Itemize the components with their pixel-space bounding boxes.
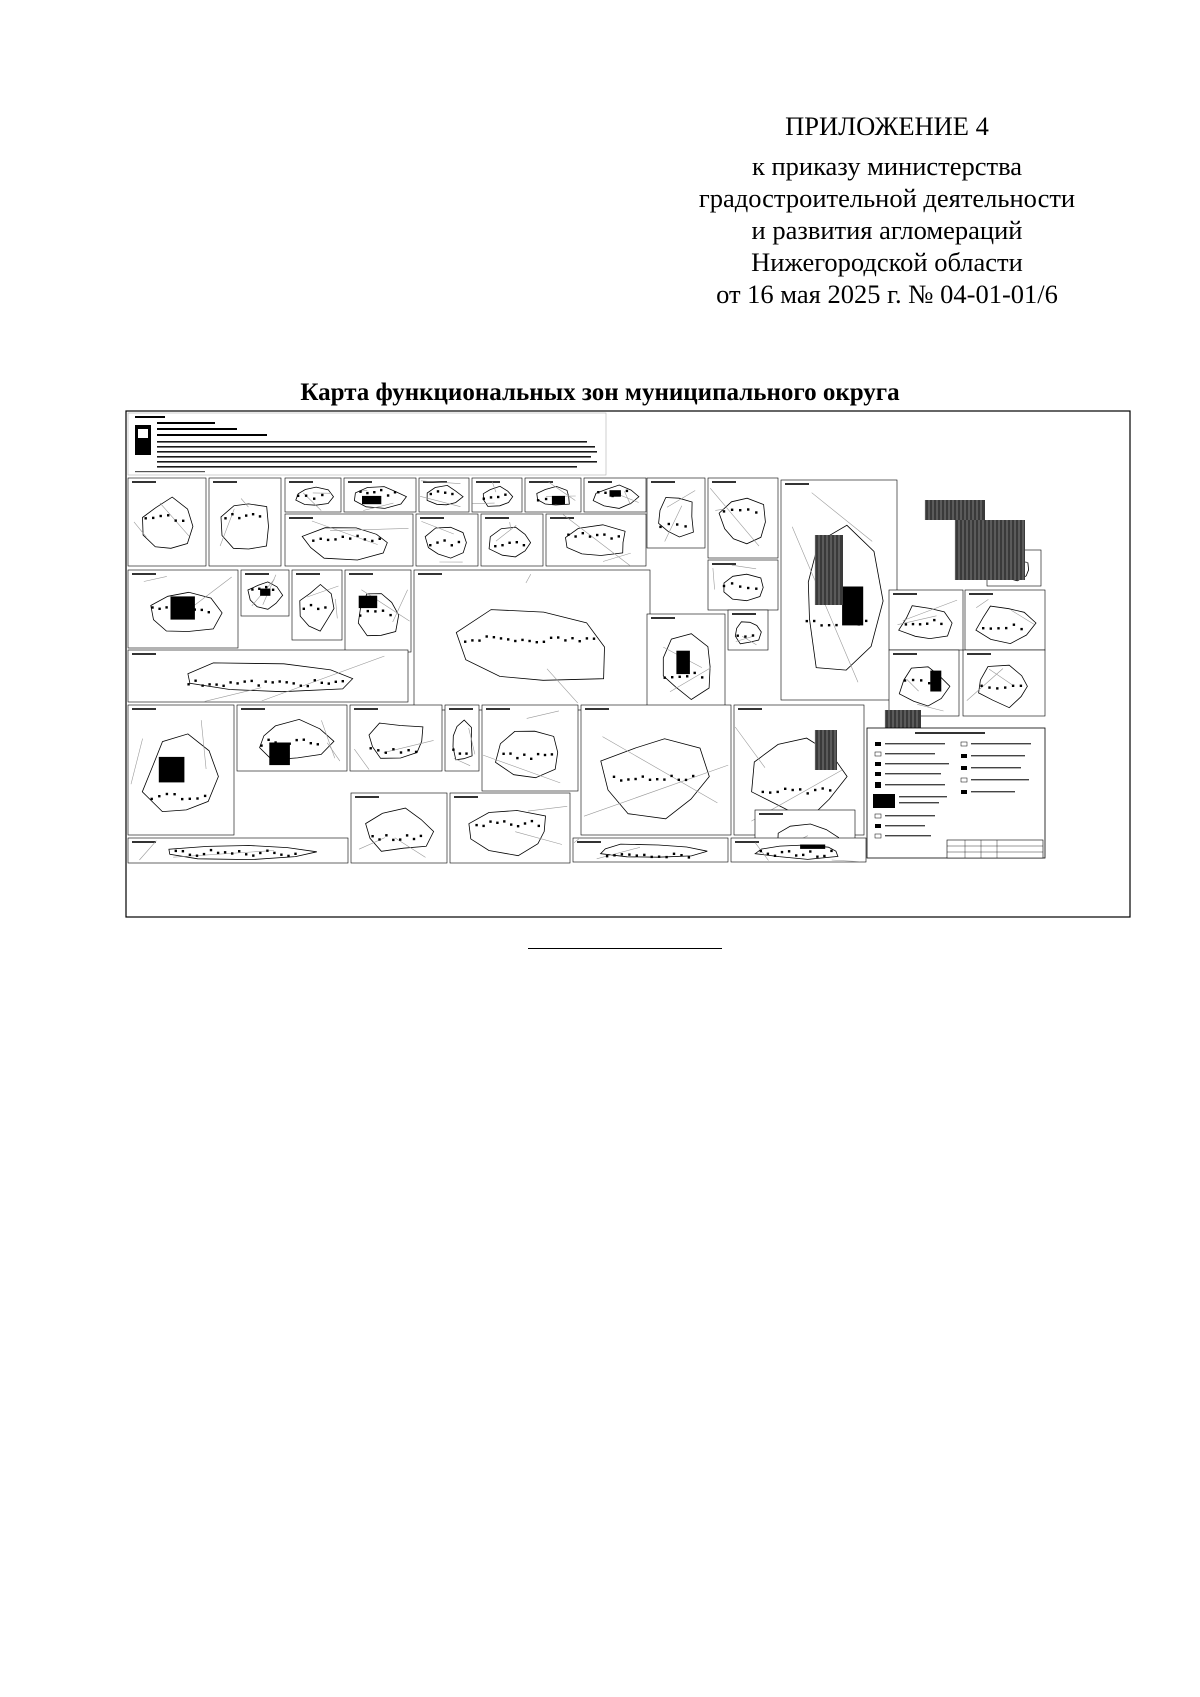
appendix-line-date-number: от 16 мая 2025 г. № 04-01-01/6 [716, 279, 1058, 309]
map-panel [730, 837, 867, 863]
map-hatched-zone [814, 535, 843, 605]
map-panel [415, 513, 479, 567]
map-panel [208, 477, 282, 567]
map-drawing [125, 410, 1131, 918]
map-panel [284, 513, 414, 567]
map-panel [344, 569, 412, 653]
map-panels [127, 477, 1046, 864]
appendix-line-agglomerations: и развития агломераций [751, 215, 1023, 245]
appendix-line-ministry: градостроительной деятельности [698, 183, 1076, 213]
map-panel [480, 513, 544, 567]
map-panel [127, 837, 349, 864]
map-panel [524, 477, 582, 513]
map-panel [127, 477, 207, 567]
map-panel [964, 589, 1046, 651]
map-panel [572, 837, 729, 863]
map-panel [350, 792, 448, 864]
map-panel [291, 569, 343, 641]
map-panel [343, 477, 417, 513]
map-hatched-zone [954, 520, 1025, 580]
map-panel [413, 569, 651, 711]
map-title-block [127, 412, 607, 476]
map-panel [646, 613, 726, 711]
map-panel [471, 477, 523, 513]
map-panel [545, 513, 647, 567]
map-panel [240, 569, 290, 617]
map-panel [449, 792, 571, 864]
map-panel [127, 569, 239, 649]
map-panel [583, 477, 647, 513]
map-panel [127, 649, 409, 703]
appendix-line-order: к приказу министерства [751, 151, 1023, 181]
appendix-line-region: Нижегородской области [751, 247, 1023, 277]
map-panel [646, 477, 706, 549]
map-panel [962, 649, 1046, 717]
map-panel [284, 477, 342, 513]
bottom-rule [528, 948, 722, 949]
map-panel [707, 559, 779, 611]
map-panel [349, 704, 443, 772]
map-panel [727, 609, 769, 651]
map-panel [444, 704, 480, 772]
map-panel [418, 477, 470, 513]
map-panel [888, 649, 960, 717]
functional-zones-map [125, 410, 1131, 918]
appendix-title: ПРИЛОЖЕНИЕ 4 [785, 111, 989, 141]
map-title: Карта функциональных зон муниципального … [300, 379, 900, 406]
map-panel [127, 704, 235, 836]
appendix-header: ПРИЛОЖЕНИЕ 4 к приказу министерства град… [676, 110, 1098, 310]
map-panel [481, 704, 579, 792]
map-panel [888, 589, 964, 651]
map-hatched-zone [924, 500, 985, 520]
map-hatched-zone [814, 730, 837, 770]
map-legend [866, 727, 1046, 859]
map-panel [580, 704, 732, 836]
map-panel [236, 704, 348, 772]
map-panel [707, 477, 779, 559]
